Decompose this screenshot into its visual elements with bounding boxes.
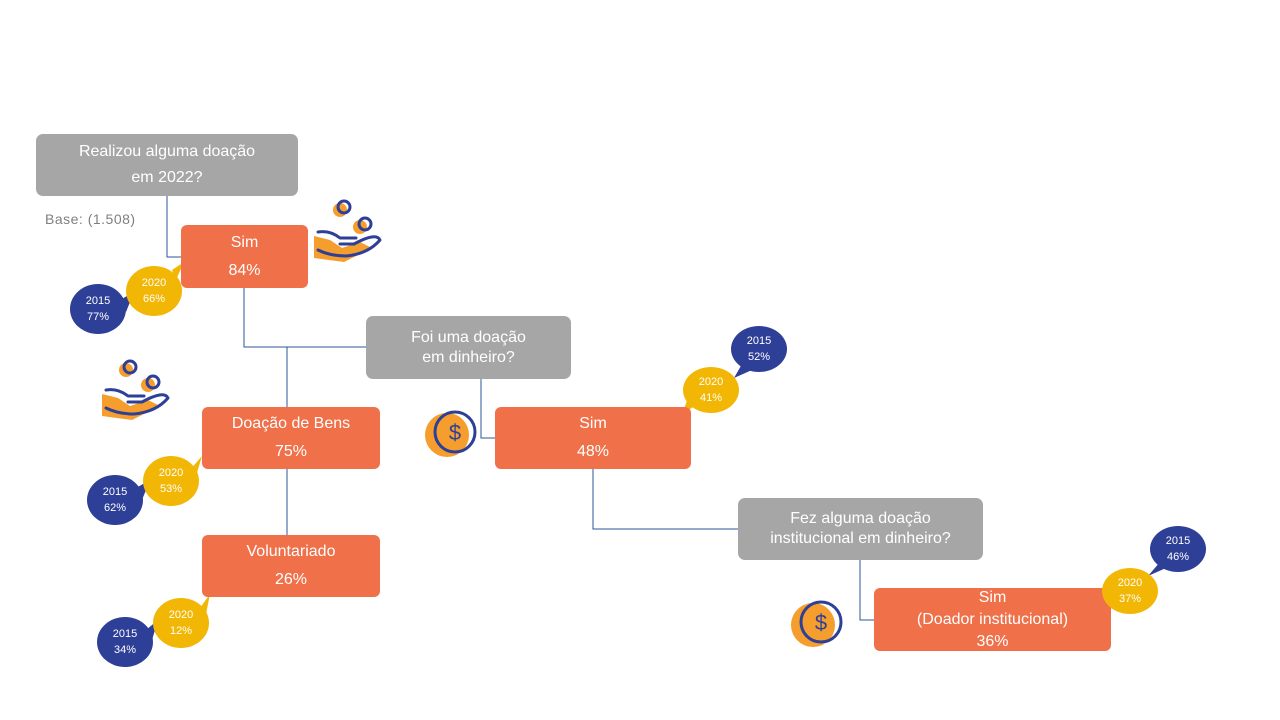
bubble-2015: 2015 62% — [87, 475, 143, 525]
question-line1: Fez alguma doação — [790, 510, 931, 527]
connector-q2-sim — [480, 378, 495, 439]
bubble-year: 2015 — [746, 335, 772, 347]
answer-label: Sim — [978, 588, 1007, 606]
answer-label: Sim — [579, 415, 607, 432]
question-line2: institucional em dinheiro? — [770, 530, 951, 547]
hand-coins-icon — [314, 199, 382, 262]
answer-sim: Sim 84% — [181, 225, 308, 288]
answer-sim-dinheiro: Sim 48% — [495, 407, 691, 469]
bubble-year: 2015 — [1165, 535, 1191, 547]
question-line1: Realizou alguma doação — [78, 143, 256, 160]
svg-text:$: $ — [449, 420, 461, 445]
bubble-2020: 2020 41% — [683, 367, 739, 413]
question-line2: em dinheiro? — [422, 348, 515, 366]
bubble-2015: 2015 77% — [70, 284, 126, 334]
bubble-value: 62% — [103, 502, 127, 514]
answer-sim-institucional: Sim (Doador institucional) 36% — [874, 588, 1111, 651]
dollar-coin-icon: $ — [425, 410, 477, 457]
answer-label: Voluntariado — [246, 543, 336, 560]
bubble-year: 2015 — [112, 628, 138, 640]
connector-sim-q3 — [592, 469, 738, 530]
connector-q3-sim-inst — [859, 560, 874, 621]
bubble-2020: 2020 37% — [1102, 568, 1158, 614]
connector-q1-sim — [166, 196, 181, 258]
bubble-2020: 2020 53% — [143, 456, 199, 506]
dollar-coin-icon: $ — [791, 600, 843, 647]
question-doacao-institucional: Fez alguma doação institucional em dinhe… — [738, 498, 983, 560]
bubble-year: 2020 — [158, 467, 184, 479]
answer-value: 84% — [228, 261, 261, 279]
bubble-2015: 2015 46% — [1150, 526, 1206, 572]
question-line1: Foi uma doação — [411, 328, 526, 346]
question-realizou-doacao: Realizou alguma doação em 2022? — [36, 134, 298, 196]
answer-sublabel: (Doador institucional) — [916, 610, 1069, 628]
answer-doacao-bens: Doação de Bens 75% — [202, 407, 380, 469]
bubble-2020: 2020 12% — [153, 598, 209, 648]
bubble-value: 53% — [159, 483, 183, 495]
hand-coins-icon — [102, 359, 170, 420]
svg-text:$: $ — [815, 610, 827, 635]
answer-label: Doação de Bens — [231, 415, 351, 432]
bubble-value: 34% — [113, 644, 137, 656]
bubble-value: 37% — [1118, 593, 1142, 605]
connector-sim-q2 — [243, 288, 366, 348]
question-line2: em 2022? — [131, 169, 203, 186]
answer-label: Sim — [230, 233, 259, 251]
answer-voluntariado: Voluntariado 26% — [202, 535, 380, 597]
answer-value: 48% — [576, 443, 610, 460]
bubble-value: 52% — [747, 351, 771, 363]
bubble-value: 77% — [86, 311, 110, 323]
answer-value: 75% — [274, 443, 308, 460]
bubble-year: 2015 — [85, 295, 111, 307]
question-doacao-dinheiro: Foi uma doação em dinheiro? — [366, 316, 571, 379]
bubble-year: 2020 — [1117, 577, 1143, 589]
bubble-2015: 2015 34% — [97, 617, 153, 667]
bubble-year: 2020 — [698, 376, 724, 388]
bubble-year: 2020 — [141, 277, 167, 289]
answer-value: 26% — [274, 571, 308, 588]
base-label: Base: (1.508) — [45, 211, 136, 227]
answer-value: 36% — [976, 632, 1009, 650]
bubble-2015: 2015 52% — [731, 326, 787, 372]
bubble-value: 66% — [142, 293, 166, 305]
bubble-year: 2015 — [102, 486, 128, 498]
bubble-2020: 2020 66% — [126, 266, 182, 316]
bubble-value: 12% — [169, 625, 193, 637]
bubble-value: 46% — [1166, 551, 1190, 563]
bubble-value: 41% — [699, 392, 723, 404]
bubble-year: 2020 — [168, 609, 194, 621]
